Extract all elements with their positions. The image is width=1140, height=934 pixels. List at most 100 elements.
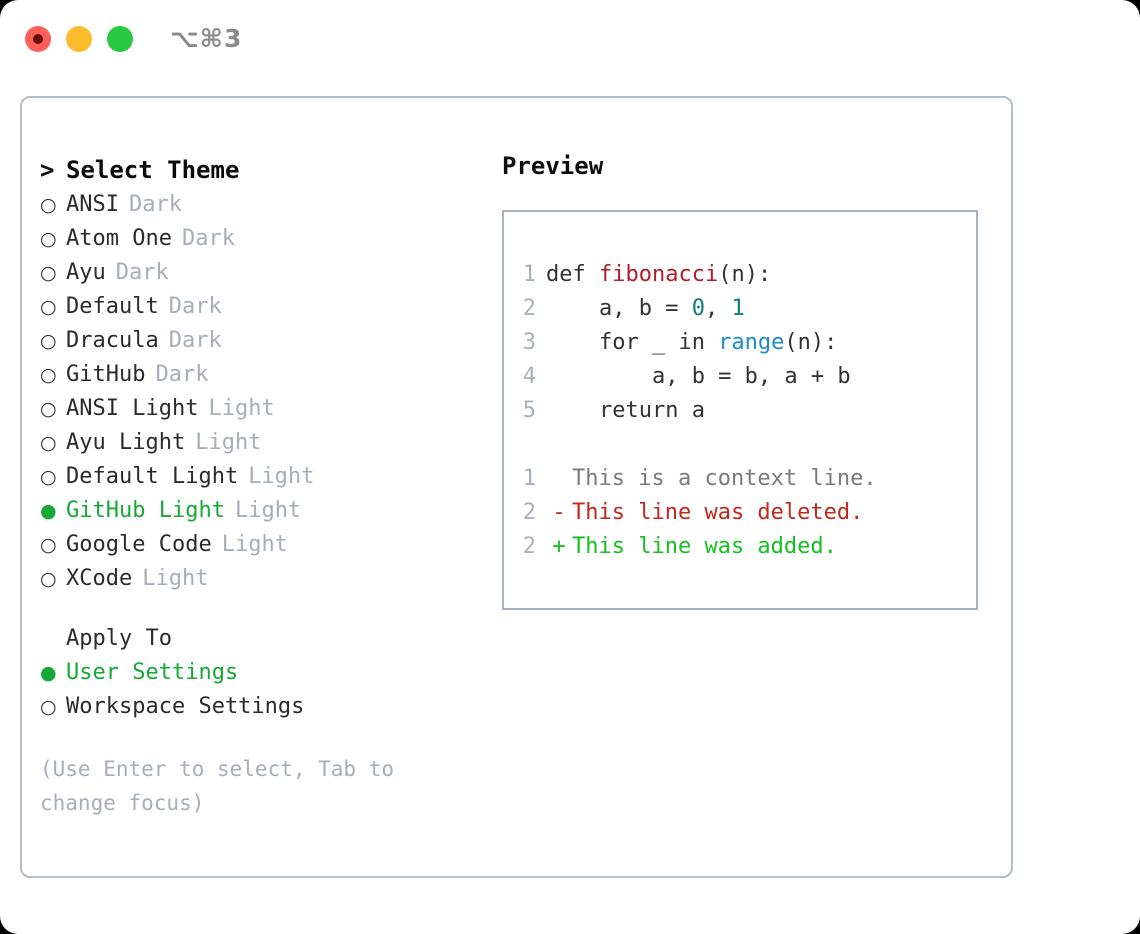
diff-sample: 1 This is a context line. 2-This line was… xyxy=(504,462,976,564)
code-line: 3 for _ in range(n): xyxy=(504,326,976,360)
theme-list-item[interactable]: ○ Default Dark xyxy=(40,290,490,324)
code-token: 0 xyxy=(691,296,705,321)
theme-list-item[interactable]: ○ XCode Light xyxy=(40,562,490,596)
radio-selected-icon: ● xyxy=(40,662,57,684)
diff-marker: + xyxy=(552,534,566,559)
theme-category-label: Dark xyxy=(168,328,222,353)
radio-unselected-icon: ○ xyxy=(40,330,57,352)
page-title-label: Select Theme xyxy=(66,156,240,184)
diff-marker xyxy=(546,462,572,496)
line-number: 2 xyxy=(522,534,536,559)
theme-list-item[interactable]: ○ Ayu Light Light xyxy=(40,426,490,460)
theme-name-label: GitHub xyxy=(66,362,146,387)
theme-name-label: Atom One xyxy=(66,226,172,251)
preview-title: Preview xyxy=(502,152,604,180)
code-token: , xyxy=(704,296,732,321)
line-number: 1 xyxy=(522,262,536,287)
apply-to-label: Workspace Settings xyxy=(66,694,305,719)
code-token: (n): xyxy=(718,262,772,287)
code-token: 1 xyxy=(731,296,745,321)
theme-name-label: Default xyxy=(66,294,159,319)
apply-to-header: Apply To xyxy=(66,626,172,651)
title-bar: ⌥⌘3 xyxy=(0,0,1140,78)
code-line: 1 def fibonacci(n): xyxy=(504,258,976,292)
code-token: (n): xyxy=(784,330,838,355)
theme-category-label: Light xyxy=(208,396,275,421)
code-line: 5 return a xyxy=(504,394,976,428)
theme-category-label: Light xyxy=(248,464,315,489)
theme-category-label: Dark xyxy=(155,362,209,387)
radio-unselected-icon: ○ xyxy=(40,696,57,718)
radio-unselected-icon: ○ xyxy=(40,296,57,318)
theme-name-label: ANSI xyxy=(66,192,119,217)
diff-text: This line was deleted. xyxy=(572,500,864,525)
diff-line: 1 This is a context line. xyxy=(504,462,976,496)
radio-unselected-icon: ○ xyxy=(40,568,57,590)
radio-unselected-icon: ○ xyxy=(40,432,57,454)
code-line: 4 a, b = b, a + b xyxy=(504,360,976,394)
spacer xyxy=(40,596,490,622)
code-token: a, b = xyxy=(546,296,692,321)
code-token: range xyxy=(718,330,785,355)
maximize-button-icon[interactable] xyxy=(107,26,133,52)
keyboard-hint-text: (Use Enter to select, Tab to change focu… xyxy=(40,757,395,815)
recording-indicator-icon xyxy=(33,34,43,44)
diff-marker: - xyxy=(552,500,566,525)
theme-list-item[interactable]: ○ Dracula Dark xyxy=(40,324,490,358)
theme-name-label: GitHub Light xyxy=(66,498,225,523)
apply-to-list: ● User Settings ○ Workspace Settings xyxy=(40,656,490,724)
apply-to-label: User Settings xyxy=(66,660,239,685)
caret-icon: > xyxy=(40,156,55,184)
theme-category-label: Light xyxy=(221,532,288,557)
line-number: 4 xyxy=(522,364,536,389)
code-token: def xyxy=(546,262,599,287)
apply-to-option[interactable]: ○ Workspace Settings xyxy=(40,690,490,724)
theme-category-label: Light xyxy=(142,566,209,591)
theme-category-label: Dark xyxy=(168,294,222,319)
line-number: 2 xyxy=(522,296,536,321)
spacer xyxy=(504,428,976,462)
diff-text: This line was added. xyxy=(572,534,837,559)
diff-text: This is a context line. xyxy=(572,466,877,491)
line-number: 1 xyxy=(522,466,536,491)
radio-unselected-icon: ○ xyxy=(40,466,57,488)
code-line: 2 a, b = 0, 1 xyxy=(504,292,976,326)
theme-category-label: Light xyxy=(195,430,262,455)
theme-list-item[interactable]: ○ Ayu Dark xyxy=(40,256,490,290)
theme-category-label: Dark xyxy=(181,226,235,251)
code-token: a, b = b, a + b xyxy=(546,364,851,389)
code-token: fibonacci xyxy=(598,262,719,287)
minimize-button-icon[interactable] xyxy=(66,26,92,52)
theme-name-label: Ayu xyxy=(66,260,106,285)
theme-name-label: Ayu Light xyxy=(66,430,186,455)
theme-category-label: Dark xyxy=(128,192,182,217)
diff-line: 2 +This line was added. xyxy=(504,530,976,564)
apply-to-option[interactable]: ● User Settings xyxy=(40,656,490,690)
radio-selected-icon: ● xyxy=(40,500,57,522)
line-number: 3 xyxy=(522,330,536,355)
theme-name-label: XCode xyxy=(66,566,133,591)
radio-unselected-icon: ○ xyxy=(40,228,57,250)
theme-list-item[interactable]: ○ Atom One Dark xyxy=(40,222,490,256)
line-number: 5 xyxy=(522,398,536,423)
radio-unselected-icon: ○ xyxy=(40,534,57,556)
theme-category-label: Dark xyxy=(115,260,169,285)
code-token: for _ in xyxy=(546,330,719,355)
theme-name-label: Dracula xyxy=(66,328,159,353)
code-token: return a xyxy=(546,398,705,423)
radio-unselected-icon: ○ xyxy=(40,262,57,284)
keyboard-shortcut-label: ⌥⌘3 xyxy=(170,24,243,53)
page-title: > Select Theme xyxy=(40,152,490,188)
